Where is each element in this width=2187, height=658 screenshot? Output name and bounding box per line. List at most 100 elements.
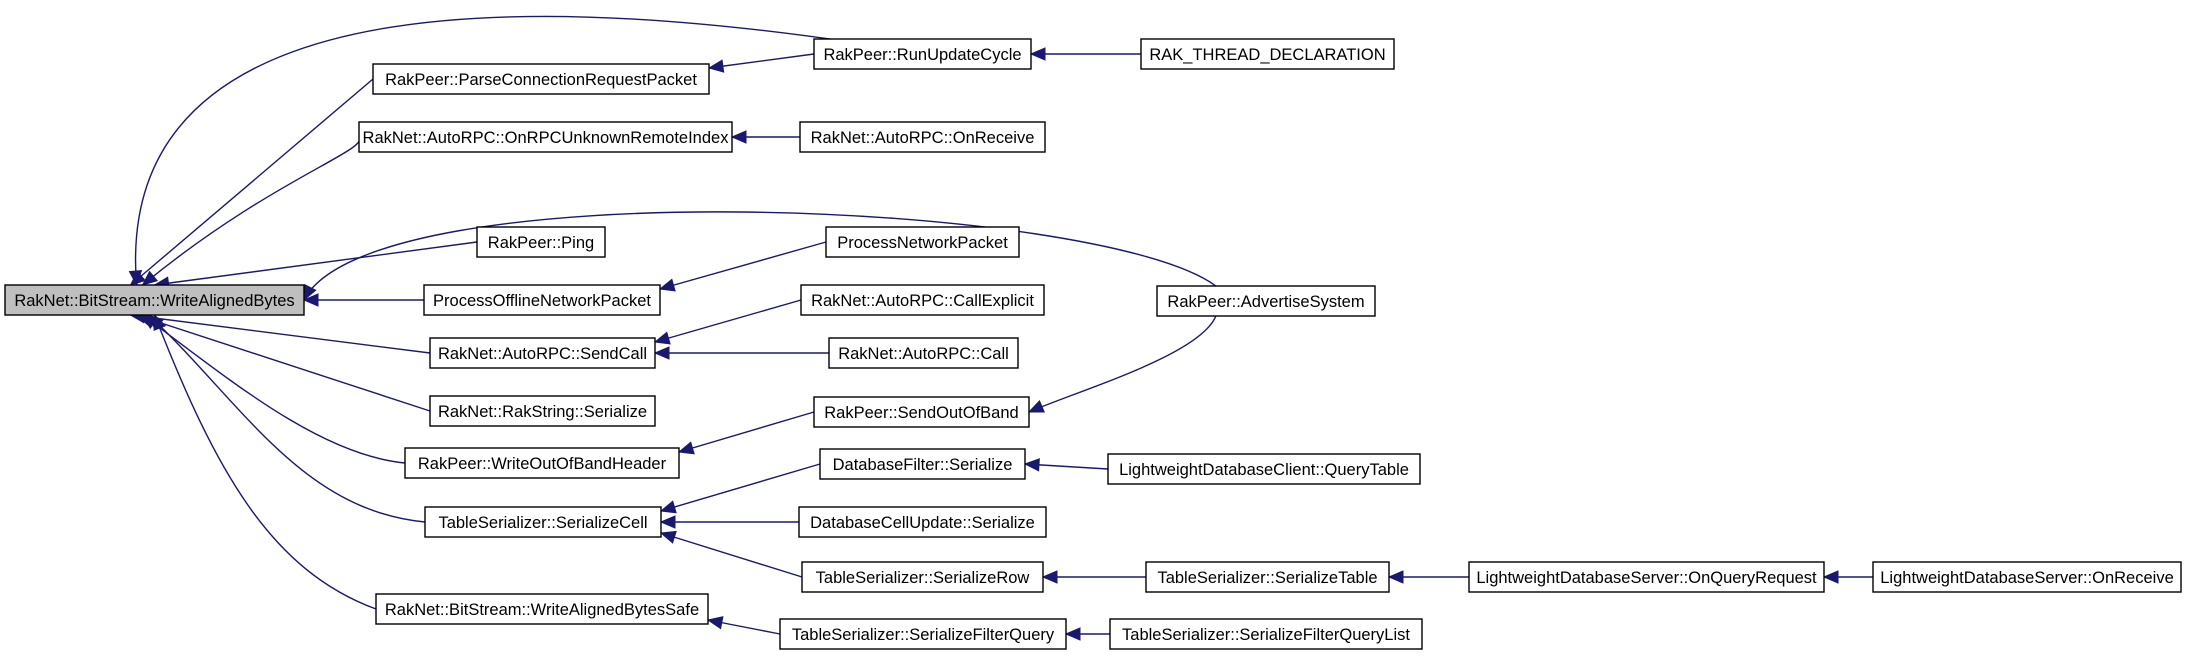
node-box xyxy=(825,226,1020,258)
node-label: RakNet::BitStream::WriteAlignedBytesSafe xyxy=(385,601,699,619)
edge-rakthread-to-runupdate xyxy=(1029,47,1141,61)
edge-sendoob-to-writeoob xyxy=(677,411,815,455)
arrow-head-icon xyxy=(653,331,671,345)
node-box xyxy=(1145,561,1390,593)
node-box xyxy=(358,121,733,153)
node-label: RakPeer::AdvertiseSystem xyxy=(1167,293,1364,311)
node-procoffline[interactable]: ProcessOfflineNetworkPacket xyxy=(423,284,661,316)
edge-line xyxy=(142,314,406,464)
arrow-head-icon xyxy=(1822,570,1839,584)
edge-procoffline-to-root xyxy=(302,293,424,307)
arrow-head-icon xyxy=(658,278,676,292)
node-dbfilter[interactable]: DatabaseFilter::Serialize xyxy=(819,448,1026,480)
node-label: RakNet::AutoRPC::SendCall xyxy=(438,345,647,363)
node-label: ProcessOfflineNetworkPacket xyxy=(433,292,651,310)
node-rakthread[interactable]: RAK_THREAD_DECLARATION xyxy=(1140,38,1395,70)
node-filterquerylist[interactable]: TableSerializer::SerializeFilterQueryLis… xyxy=(1109,618,1423,650)
node-label: RakPeer::ParseConnectionRequestPacket xyxy=(385,71,697,89)
edge-ping-to-root xyxy=(153,241,478,290)
node-serializecell[interactable]: TableSerializer::SerializeCell xyxy=(424,506,662,538)
node-serveronreceive[interactable]: LightweightDatabaseServer::OnReceive xyxy=(1872,561,2182,593)
node-label: ProcessNetworkPacket xyxy=(837,234,1008,252)
node-call[interactable]: RakNet::AutoRPC::Call xyxy=(828,337,1019,369)
node-label: TableSerializer::SerializeTable xyxy=(1157,569,1377,587)
arrow-head-icon xyxy=(659,530,677,544)
node-box xyxy=(424,506,662,538)
node-alignedsafe[interactable]: RakNet::BitStream::WriteAlignedBytesSafe xyxy=(375,593,709,625)
node-label: RAK_THREAD_DECLARATION xyxy=(1149,46,1385,64)
edge-line xyxy=(678,411,815,453)
node-label: RakNet::AutoRPC::Call xyxy=(838,345,1009,363)
node-box xyxy=(1156,285,1376,317)
arrow-head-icon xyxy=(128,270,143,287)
node-box xyxy=(1872,561,2182,593)
node-filterquery[interactable]: TableSerializer::SerializeFilterQuery xyxy=(779,618,1067,650)
edge-line xyxy=(708,53,815,69)
edge-alignedsafe-to-root xyxy=(153,313,377,610)
node-sendcall[interactable]: RakNet::AutoRPC::SendCall xyxy=(429,337,656,369)
node-querytable[interactable]: LightweightDatabaseClient::QueryTable xyxy=(1107,453,1421,485)
arrow-head-icon xyxy=(677,441,695,455)
node-sendoob[interactable]: RakPeer::SendOutOfBand xyxy=(813,396,1030,428)
node-dbcellupdate[interactable]: DatabaseCellUpdate::Serialize xyxy=(798,506,1047,538)
node-ping[interactable]: RakPeer::Ping xyxy=(476,226,606,258)
edge-procnet-to-procoffline xyxy=(658,241,827,292)
node-callexplicit[interactable]: RakNet::AutoRPC::CallExplicit xyxy=(800,284,1045,316)
node-root[interactable]: RakNet::BitStream::WriteAlignedBytes xyxy=(4,284,305,316)
node-label: RakPeer::RunUpdateCycle xyxy=(823,46,1021,64)
arrow-head-icon xyxy=(1027,400,1045,413)
node-box xyxy=(1140,38,1395,70)
node-procnet[interactable]: ProcessNetworkPacket xyxy=(825,226,1020,258)
node-label: DatabaseFilter::Serialize xyxy=(833,456,1013,474)
node-serializerow[interactable]: TableSerializer::SerializeRow xyxy=(801,561,1044,593)
node-box xyxy=(1107,453,1421,485)
node-onreceive[interactable]: RakNet::AutoRPC::OnReceive xyxy=(799,121,1046,153)
edge-onrpcunk-to-root xyxy=(141,136,361,286)
arrow-head-icon xyxy=(730,130,747,144)
node-rakstring[interactable]: RakNet::RakString::Serialize xyxy=(429,395,656,427)
node-advertise[interactable]: RakPeer::AdvertiseSystem xyxy=(1156,285,1376,317)
node-box xyxy=(798,506,1047,538)
node-box xyxy=(429,395,656,427)
node-box xyxy=(779,618,1067,650)
arrow-head-icon xyxy=(153,313,167,331)
edge-line xyxy=(136,314,431,412)
edge-runupdate-to-parse xyxy=(707,53,815,73)
node-box xyxy=(800,284,1045,316)
edge-line xyxy=(142,136,361,286)
edge-filterquery-to-alignedsafe xyxy=(706,616,781,635)
edge-line xyxy=(654,299,802,343)
node-box xyxy=(799,121,1046,153)
arrow-head-icon xyxy=(659,515,676,529)
edge-serializetable-to-serializerow xyxy=(1041,570,1146,584)
node-onqueryrequest[interactable]: LightweightDatabaseServer::OnQueryReques… xyxy=(1468,561,1825,593)
edges-layer xyxy=(128,15,1873,641)
edge-callexplicit-to-sendcall xyxy=(653,299,802,345)
node-serializetable[interactable]: TableSerializer::SerializeTable xyxy=(1145,561,1390,593)
arrow-head-icon xyxy=(707,59,725,73)
node-parse[interactable]: RakPeer::ParseConnectionRequestPacket xyxy=(372,63,710,95)
node-writeoob[interactable]: RakPeer::WriteOutOfBandHeader xyxy=(404,447,680,479)
node-box xyxy=(404,447,680,479)
node-box xyxy=(1468,561,1825,593)
edge-line xyxy=(153,314,377,610)
node-box xyxy=(828,337,1019,369)
node-box xyxy=(819,448,1026,480)
arrow-head-icon xyxy=(1064,627,1081,641)
node-label: TableSerializer::SerializeFilterQueryLis… xyxy=(1122,626,1410,644)
node-label: RakPeer::Ping xyxy=(488,234,594,252)
edge-advertise-to-sendoob xyxy=(1027,315,1217,413)
arrow-head-icon xyxy=(706,616,724,630)
edge-call-to-sendcall xyxy=(653,346,829,360)
node-label: RakNet::AutoRPC::OnRPCUnknownRemoteIndex xyxy=(363,129,730,147)
node-runupdate[interactable]: RakPeer::RunUpdateCycle xyxy=(813,38,1032,70)
node-onrpcunk[interactable]: RakNet::AutoRPC::OnRPCUnknownRemoteIndex xyxy=(358,121,733,153)
node-box xyxy=(429,337,656,369)
node-box xyxy=(4,284,305,316)
node-box xyxy=(813,396,1030,428)
node-label: LightweightDatabaseServer::OnReceive xyxy=(1880,569,2174,587)
node-label: DatabaseCellUpdate::Serialize xyxy=(810,514,1035,532)
node-label: TableSerializer::SerializeFilterQuery xyxy=(792,626,1055,644)
edge-querytable-to-dbfilter xyxy=(1023,458,1109,472)
